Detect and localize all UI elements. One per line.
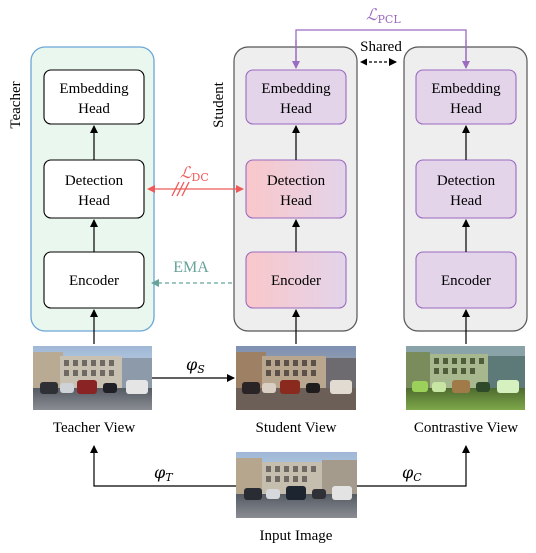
shared-arrow-left-head: [360, 58, 367, 66]
phi-c-label: φC: [402, 463, 422, 484]
dc-arrow-left-head: [147, 185, 155, 193]
input-image-label: Input Image: [260, 528, 333, 544]
dc-loss-connector: [150, 181, 244, 197]
student-view-label: Student View: [256, 420, 337, 436]
pcl-loss-label: ℒPCL: [366, 5, 401, 26]
ema-label: EMA: [173, 259, 209, 276]
student-side-label: Student: [211, 81, 227, 128]
contrastive-view-label: Contrastive View: [414, 420, 518, 436]
teacher-encoder-label: Encoder: [69, 273, 119, 289]
student-view-image: [236, 346, 356, 410]
student-encoder-label: Encoder: [271, 273, 321, 289]
phi-t-label: φT: [154, 463, 174, 484]
shared-label: Shared: [360, 39, 402, 55]
phi-t-arrow: [90, 445, 236, 487]
teacher-encoder: Encoder: [43, 251, 145, 309]
phi-c-arrow: [357, 445, 470, 487]
teacher-view-image: [33, 346, 152, 410]
teacher-side-label: Teacher: [8, 81, 24, 128]
student-encoder: Encoder: [245, 251, 347, 309]
phi-s-label: φS: [186, 355, 205, 376]
contrastive-encoder-label: Encoder: [441, 273, 491, 289]
teacher-view-label: Teacher View: [53, 420, 135, 436]
input-image: [236, 452, 357, 518]
dc-loss-label: ℒDC: [180, 163, 209, 184]
pcl-loss-connector: [292, 29, 470, 69]
contrastive-encoder: Encoder: [415, 251, 517, 309]
contrastive-view-image: [406, 346, 525, 410]
